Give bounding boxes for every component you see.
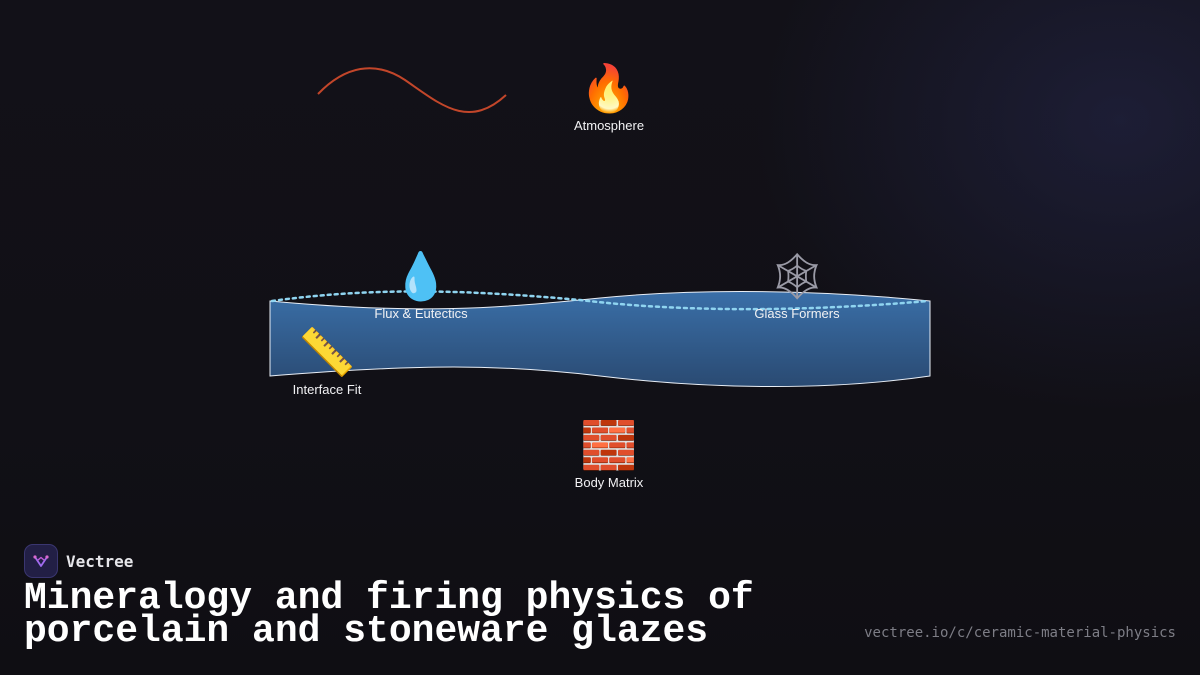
- node-glass-formers: 🕸 Glass Formers: [717, 249, 877, 322]
- melt-front-line: [270, 290, 930, 311]
- glaze-layer-band: [269, 291, 931, 388]
- network-web-icon: 🕸: [767, 249, 827, 303]
- node-label: Atmosphere: [573, 118, 645, 133]
- node-label: Glass Formers: [754, 306, 840, 321]
- node-atmosphere: 🔥 Atmosphere: [529, 61, 689, 134]
- source-url: vectree.io/c/ceramic-material-physics: [864, 625, 1176, 641]
- flame-icon: 🔥: [580, 61, 638, 115]
- ruler-icon: 📏: [298, 325, 356, 379]
- node-label: Body Matrix: [574, 475, 644, 490]
- node-body-matrix: 🧱 Body Matrix: [529, 418, 689, 491]
- brand: Vectree: [24, 544, 133, 578]
- vectree-logo-icon: [24, 544, 58, 578]
- node-interface-fit: 📏 Interface Fit: [247, 325, 407, 398]
- page-title: Mineralogy and firing physics of porcela…: [24, 577, 754, 653]
- node-flux-eutectics: 💧 Flux & Eutectics: [341, 249, 501, 322]
- node-label: Interface Fit: [292, 382, 362, 397]
- node-label: Flux & Eutectics: [374, 306, 468, 321]
- heat-wave-line: [317, 67, 507, 113]
- brand-name: Vectree: [66, 551, 134, 571]
- brick-icon: 🧱: [580, 418, 638, 472]
- droplet-icon: 💧: [392, 249, 450, 303]
